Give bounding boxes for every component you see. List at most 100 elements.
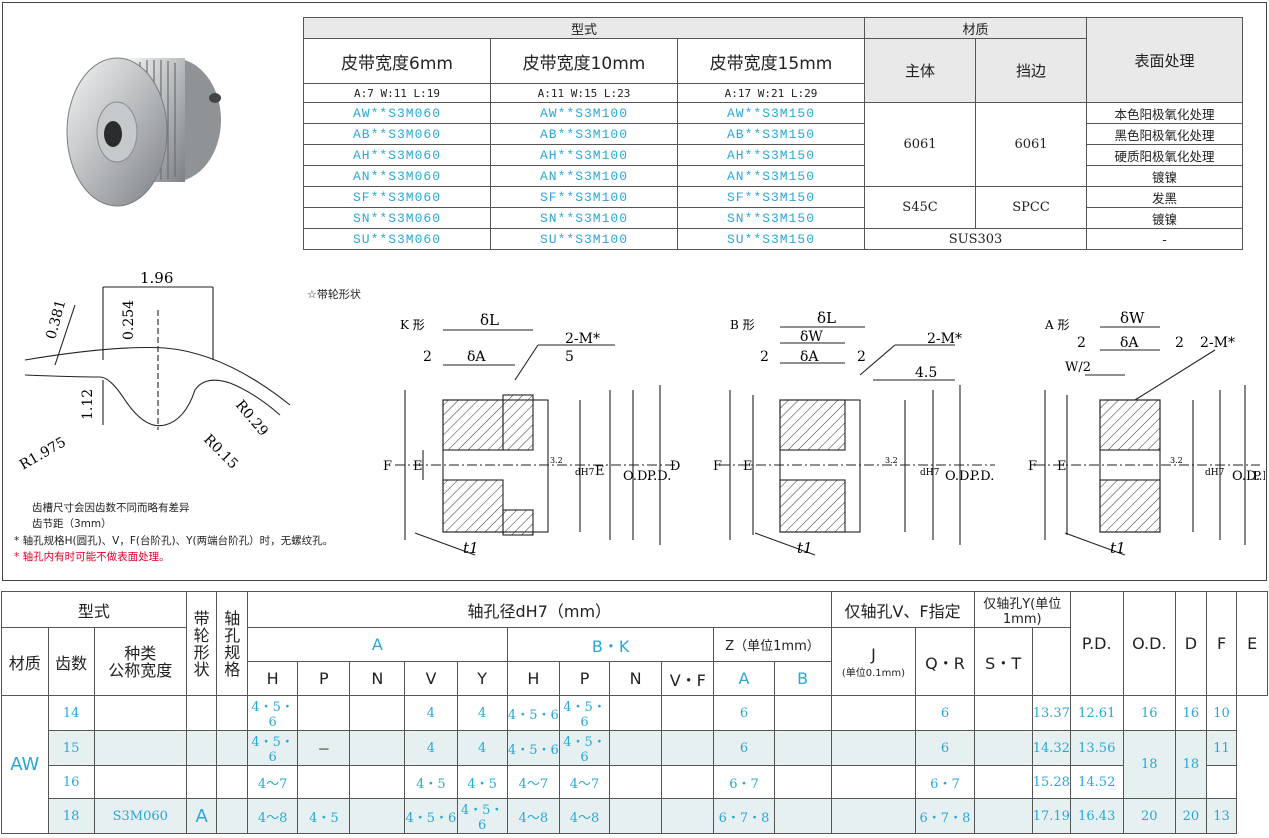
model-cell: AB**S3M100 xyxy=(490,123,678,145)
bt-pd: 15.28 xyxy=(1031,765,1071,799)
bt-od: 12.61 xyxy=(1069,695,1124,731)
a-F: F xyxy=(1028,459,1037,474)
k-E: E xyxy=(413,459,423,474)
bt-col-bn: N xyxy=(609,661,663,696)
tooth-profile-drawing: 1.96 0.381 0.254 1.12 R0.29 R1.975 R0.15 xyxy=(17,269,291,473)
bt-bore-header: 轴孔径dH7（mm） xyxy=(247,591,832,628)
bt-col-bh: H xyxy=(506,661,560,696)
b-dh7: dH7 xyxy=(920,468,940,478)
a-dh7: dH7 xyxy=(1205,468,1225,478)
a-dw: δW xyxy=(1120,309,1145,327)
model-material-table: 型式 材质 表面处理 皮带宽度6mm 皮带宽度10mm 皮带宽度15mm 主体 … xyxy=(303,17,1243,250)
bt-teeth: 18 xyxy=(47,798,95,834)
upper-panel-frame xyxy=(2,2,1267,581)
model-cell: AH**S3M150 xyxy=(677,144,865,166)
bt-e: 13 xyxy=(1205,798,1238,834)
pulley-product-image xyxy=(66,57,221,207)
b-dw: δW xyxy=(800,329,823,345)
bt-mat-header: 材质 xyxy=(1,627,49,696)
note-4: * 轴孔内有时可能不做表面处理。 xyxy=(14,551,170,563)
a-2a: 2 xyxy=(1077,335,1086,351)
bt-bp: 4～7 xyxy=(558,765,611,799)
bt-vf-header: 仅轴孔V、F指定 xyxy=(830,591,975,628)
bt-pd: 17.19 xyxy=(1031,798,1071,834)
b-roughness: 3.2 xyxy=(885,456,898,465)
bt-kind-header: 种类 公称宽度 xyxy=(93,627,187,696)
k-roughness: 3.2 xyxy=(550,456,563,465)
bt-f: 18 xyxy=(1175,730,1207,799)
bt-od: 14.52 xyxy=(1069,765,1124,799)
bt-col-h: H xyxy=(247,661,299,696)
b-2b: 2 xyxy=(857,349,866,365)
bt-e: 11 xyxy=(1205,730,1238,766)
bt-qr: 6・7・8 xyxy=(915,798,975,834)
bt-shape: A xyxy=(185,798,218,834)
model-cell: AH**S3M060 xyxy=(303,144,491,166)
bt-col-bp: P xyxy=(558,661,611,696)
k-da: δA xyxy=(467,349,486,365)
note-3: * 轴孔规格H(圆孔)、V，F(台阶孔)、Y(两端台阶孔）时，无螺纹孔。 xyxy=(14,535,334,547)
a-OD: O.D. xyxy=(1232,469,1260,484)
model-cell: SU**S3M060 xyxy=(303,228,491,250)
bt-v: 4・5 xyxy=(404,765,458,799)
b-2a: 2 xyxy=(760,349,769,365)
bt-h: 4・5・6 xyxy=(247,695,299,731)
bt-st-header: S・T xyxy=(973,627,1033,696)
k-t1: t1 xyxy=(463,539,479,557)
bt-qr-header: Q・R xyxy=(915,627,975,696)
bt-spec-header: 轴孔规格 xyxy=(216,591,249,696)
bt-a-header: A xyxy=(247,627,508,662)
b-45: 4.5 xyxy=(915,365,937,381)
material-header: 材质 xyxy=(864,17,1087,39)
bt-y: 4・5・6 xyxy=(456,798,508,834)
bt-col-y: Y xyxy=(456,661,508,696)
k-PD: P.D. xyxy=(647,469,671,484)
k-D: D xyxy=(670,459,680,474)
bt-material: AW xyxy=(1,695,49,834)
k-dh7: dH7 xyxy=(575,468,595,478)
tooth-dim-4: 1.12 xyxy=(80,389,96,420)
bt-f: 20 xyxy=(1175,798,1207,834)
b-m: 2-M* xyxy=(927,331,962,347)
al-flange-material: 6061 xyxy=(975,102,1087,187)
model-cell: SF**S3M100 xyxy=(490,186,678,208)
type-header: 型式 xyxy=(303,17,865,39)
bt-h: 4～8 xyxy=(247,798,299,834)
tooth-dim-3: 0.254 xyxy=(121,300,137,340)
bt-type-header: 型式 xyxy=(1,591,187,628)
bt-bh: 4～7 xyxy=(506,765,560,799)
a-2b: 2 xyxy=(1175,335,1184,351)
bt-z-header: Z（单位1mm） xyxy=(713,627,832,662)
bt-j-header: J xyxy=(871,644,876,664)
bt-od-header: O.D. xyxy=(1122,591,1177,696)
model-cell: AB**S3M060 xyxy=(303,123,491,145)
a-PD: P.D. xyxy=(1253,469,1265,483)
bt-y: 4 xyxy=(456,695,508,731)
model-cell: SF**S3M150 xyxy=(677,186,865,208)
bt-dash: － xyxy=(297,730,351,766)
width-10mm-header: 皮带宽度10mm xyxy=(490,38,678,84)
bt-z: 6 xyxy=(713,695,775,731)
bt-col-v: V xyxy=(404,661,458,696)
sus-material: SUS303 xyxy=(864,228,1087,250)
a-roughness: 3.2 xyxy=(1170,456,1183,465)
surface-cell: 镀镍 xyxy=(1086,207,1243,229)
b-type-label: B 形 xyxy=(730,318,755,332)
bt-z: 6・7 xyxy=(713,765,775,799)
pulley-shape-caption: ☆带轮形状 xyxy=(307,288,361,301)
b-type-drawing: B 形 δL δW δA 2 2 2-M* 4.5 F E O.D. P.D. … xyxy=(713,309,995,557)
bt-pd: 14.32 xyxy=(1031,730,1071,766)
k-type-drawing: K 形 δL δA 2 5 2-M* F E E O.D. P.D. D t1 … xyxy=(383,311,680,557)
a-t1: t1 xyxy=(1110,539,1126,557)
model-cell: SN**S3M060 xyxy=(303,207,491,229)
b-dl: δL xyxy=(817,309,836,327)
width-15mm-header: 皮带宽度15mm xyxy=(677,38,865,84)
a-type-drawing: A 形 δW δA 2 2 2-M* W/2 F E O.D. P.D. t1 … xyxy=(1028,309,1265,557)
bt-pd: 13.37 xyxy=(1031,695,1071,731)
bt-teeth: 16 xyxy=(47,765,95,799)
steel-body-material: S45C xyxy=(864,186,976,229)
a-E: E xyxy=(1057,459,1067,474)
bt-y: 4・5 xyxy=(456,765,508,799)
bt-teeth: 15 xyxy=(47,730,95,766)
k-5: 5 xyxy=(565,349,574,365)
